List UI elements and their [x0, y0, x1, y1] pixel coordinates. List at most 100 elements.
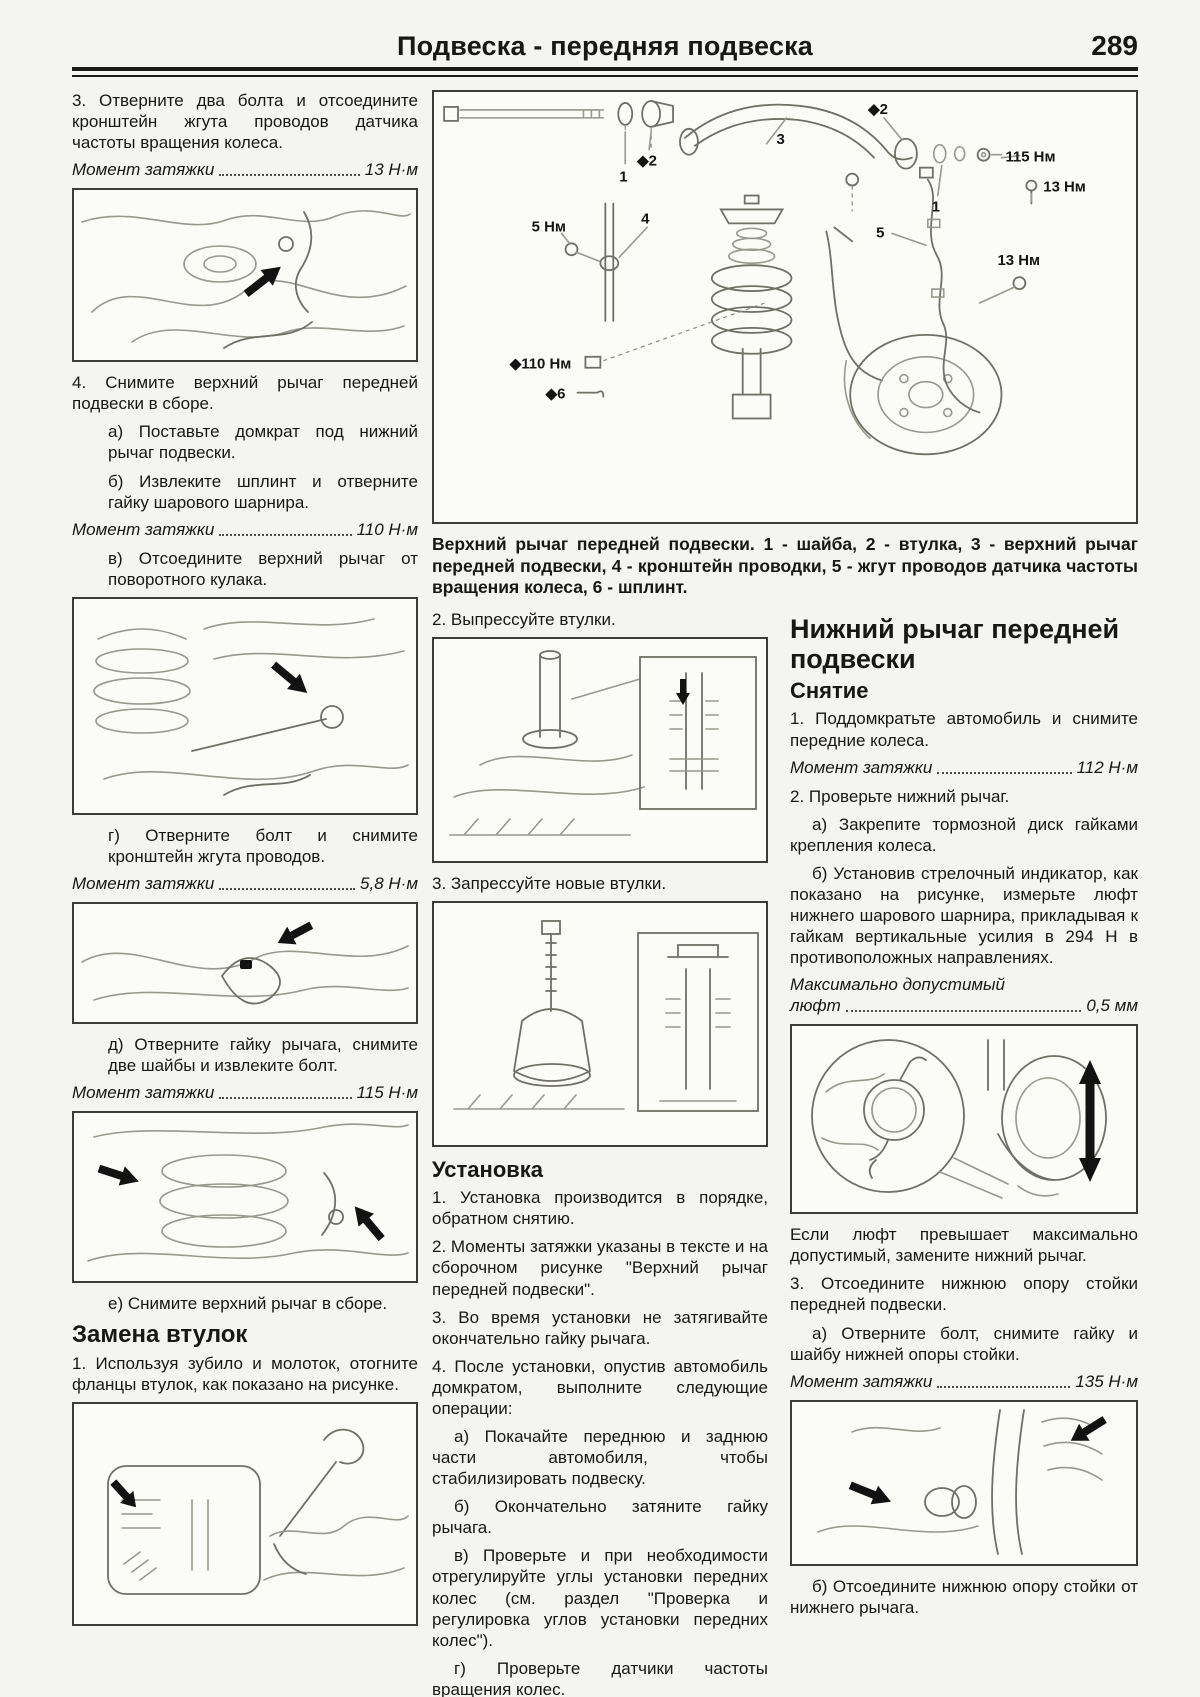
left-column: 3. Отверните два болта и отсоедините кро… — [72, 90, 418, 1697]
install-4g-paragraph: г) Проверьте датчики частоты вращения ко… — [432, 1658, 768, 1697]
diagram-label: 115 Нм — [1005, 149, 1055, 166]
middle-column: 2. Выпрессуйте втулки. — [432, 609, 768, 1697]
torque-value: 115 Н·м — [356, 1083, 418, 1103]
page-header: Подвеска - передняя подвеска 289 — [72, 30, 1138, 62]
step-4e-paragraph: е) Снимите верхний рычаг в сборе. — [108, 1294, 388, 1314]
black-arrow-icon — [243, 267, 281, 298]
torque-spec-115: Момент затяжки 115 Н·м — [72, 1083, 418, 1103]
figure-dial-indicator-play — [790, 1024, 1138, 1215]
diagram-label: 3 — [777, 131, 785, 148]
page-number: 289 — [1091, 30, 1138, 61]
figure-sensor-bracket — [72, 188, 418, 363]
lower-subcolumns: 2. Выпрессуйте втулки. — [432, 609, 1138, 1697]
content-columns: 3. Отверните два болта и отсоедините кро… — [72, 90, 1138, 1697]
black-arrow-icon — [848, 1481, 892, 1504]
step-4v-paragraph: в) Отсоедините верхний рычаг от поворотн… — [108, 548, 418, 589]
torque-value: 110 Н·м — [356, 519, 418, 539]
torque-label: Момент затяжки — [72, 874, 215, 894]
install-1-paragraph: 1. Установка производится в порядке, обр… — [432, 1188, 768, 1229]
step-3-paragraph: 3. Отверните два болта и отсоедините кро… — [72, 91, 418, 153]
dotted-leader — [219, 174, 360, 177]
black-arrow-icon — [1070, 1415, 1107, 1441]
max-play-label2: люфт — [790, 996, 841, 1016]
dotted-leader — [219, 1097, 352, 1100]
black-arrow-icon — [354, 1206, 385, 1242]
torque-label: Момент затяжки — [72, 1083, 215, 1103]
dotted-leader — [937, 1385, 1071, 1388]
black-arrow-icon — [271, 661, 308, 693]
torque-spec-58: Момент затяжки 5,8 Н·м — [72, 874, 418, 894]
diagram-label: 13 Нм — [998, 252, 1041, 269]
black-arrow-icon — [110, 1479, 137, 1508]
torque-label: Момент затяжки — [72, 160, 215, 180]
line-art-sketch — [93, 618, 409, 796]
figure-upper-arm-jack — [72, 596, 418, 815]
bushing-section-heading: Замена втулок — [72, 1321, 248, 1349]
torque-spec-110: Момент затяжки 110 Н·м — [72, 520, 418, 540]
dotted-leader — [937, 771, 1072, 774]
dotted-leader — [845, 1010, 1082, 1013]
torque-label: Момент затяжки — [72, 519, 215, 539]
install-4v-paragraph: в) Проверьте и при необходимости отрегул… — [432, 1546, 768, 1650]
right-area: 1 ◆2 3 ◆2 1 115 Нм 13 Нм 5 Нм 4 5 13 Нм … — [432, 90, 1138, 1697]
install-4a-paragraph: а) Покачайте переднюю и заднюю части авт… — [432, 1427, 768, 1489]
max-play-label: Максимально допустимый — [790, 975, 1006, 995]
max-play-value: 0,5 мм — [1086, 996, 1138, 1016]
page-title: Подвеска - передняя подвеска — [396, 31, 814, 61]
torque-spec-13: Момент затяжки 13 Н·м — [72, 160, 418, 180]
lower-step-3b-paragraph: б) Отсоедините нижнюю опору стойки от ни… — [790, 1576, 1138, 1617]
torque-spec-112: Момент затяжки 112 Н·м — [790, 758, 1138, 778]
diagram-label: 5 Нм — [532, 218, 566, 235]
line-art-sketch — [817, 1408, 1107, 1555]
dotted-leader — [219, 533, 352, 536]
diagram-label: ◆2 — [636, 153, 657, 170]
black-arrow-icon — [97, 1164, 139, 1186]
figure-upper-arm-assembly-diagram: 1 ◆2 3 ◆2 1 115 Нм 13 Нм 5 Нм 4 5 13 Нм … — [432, 90, 1138, 524]
bushing-step-2-paragraph: 2. Выпрессуйте втулки. — [432, 610, 616, 630]
install-2-paragraph: 2. Моменты затяжки указаны в тексте и на… — [432, 1237, 768, 1299]
lower-step-1-paragraph: 1. Поддомкратьте автомобиль и снимите пе… — [790, 709, 1138, 750]
diagram-label: ◆2 — [867, 101, 888, 118]
diagram-caption: Верхний рычаг передней подвески. 1 - шай… — [432, 534, 1138, 598]
torque-label: Момент затяжки — [790, 1371, 933, 1391]
install-4-paragraph: 4. После установки, опустив автомобиль д… — [432, 1356, 768, 1418]
right-column: Нижний рычаг передней подвески Снятие 1.… — [790, 609, 1138, 1625]
step-4b-paragraph: б) Извлеките шплинт и отверните гайку ша… — [108, 471, 418, 512]
line-art-sketch — [811, 1039, 1107, 1200]
lower-step-3a-paragraph: а) Отверните болт, снимите гайку и шайбу… — [790, 1323, 1138, 1364]
line-art-sketch — [449, 650, 757, 836]
figure-arm-nut-washers — [72, 1111, 418, 1284]
line-art-sketch — [107, 1429, 409, 1596]
diagram-label: 1 — [619, 169, 627, 186]
diagram-label: 4 — [641, 210, 650, 227]
install-3-paragraph: 3. Во время установки не затягивайте око… — [432, 1307, 768, 1348]
removal-heading: Снятие — [790, 678, 869, 704]
torque-value: 13 Н·м — [364, 160, 418, 180]
torque-value: 5,8 Н·м — [360, 874, 418, 894]
line-art-sketch — [453, 920, 759, 1113]
assembly-diagram-sketch: 1 ◆2 3 ◆2 1 115 Нм 13 Нм 5 Нм 4 5 13 Нм … — [443, 100, 1086, 456]
dotted-leader — [219, 888, 356, 891]
figure-harness-bolt — [72, 902, 418, 1025]
lower-arm-heading: Нижний рычаг передней подвески — [790, 614, 1120, 674]
lower-step-2-paragraph: 2. Проверьте нижний рычаг. — [790, 786, 1010, 806]
black-arrow-icon — [676, 679, 690, 706]
lower-step-2a-paragraph: а) Закрепите тормозной диск гайками креп… — [790, 814, 1138, 855]
play-note-paragraph: Если люфт превышает максимально допустим… — [790, 1225, 1138, 1266]
install-section-heading: Установка — [432, 1157, 544, 1183]
bushing-step-1-paragraph: 1. Используя зубило и молоток, отогните … — [72, 1354, 418, 1395]
max-play-spec: Максимально допустимый — [790, 975, 1138, 995]
line-art-sketch — [81, 210, 411, 350]
torque-value: 112 Н·м — [1076, 757, 1138, 777]
header-rule — [72, 67, 1138, 77]
step-4a-paragraph: а) Поставьте домкрат под нижний рычаг по… — [108, 422, 418, 463]
step-4d-paragraph: д) Отверните гайку рычага, снимите две ш… — [108, 1035, 418, 1076]
diagram-label: 1 — [932, 198, 940, 215]
bushing-step-3-paragraph: 3. Запрессуйте новые втулки. — [432, 874, 667, 894]
double-arrow-icon — [1079, 1060, 1101, 1183]
diagram-label: ◆110 Нм — [509, 356, 572, 373]
figure-chisel-flanges — [72, 1402, 418, 1627]
lower-step-2b-paragraph: б) Установив стрелочный индикатор, как п… — [790, 863, 1138, 968]
diagram-label: ◆6 — [545, 386, 566, 403]
